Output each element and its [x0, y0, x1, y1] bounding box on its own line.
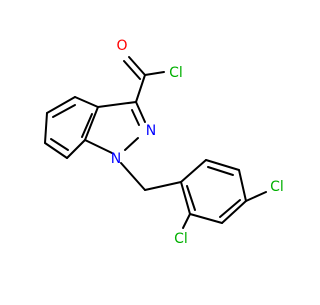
molecule-structure: O Cl N N Cl Cl: [0, 0, 300, 300]
bond-n2-n1: [124, 137, 139, 151]
bond-ring-b-double: [207, 166, 234, 176]
bond-carbonyl-c-o-double: [123, 60, 141, 80]
bond-ring-c: [238, 169, 247, 202]
bond-c3-n2-double: [131, 109, 140, 126]
bond-c6-c7: [44, 142, 68, 159]
bond-c3-carbonyl: [135, 74, 146, 103]
para-chlorine-label: Cl: [270, 179, 284, 195]
bond-ch2-c1prime: [144, 181, 182, 191]
nitrogen-1-label: N: [111, 151, 121, 167]
bond-c4-c5-double: [52, 104, 76, 118]
bond-c5-c6: [44, 112, 48, 144]
bond-c7-c7a: [66, 139, 86, 159]
bond-carbonyl-c-cl: [144, 71, 165, 76]
nitrogen-2-label: N: [146, 123, 156, 139]
bonds: [44, 56, 267, 229]
bond-n1-ch2: [120, 162, 146, 191]
bond-c4-c5: [46, 96, 76, 114]
bond-ortho-cl: [182, 213, 191, 229]
bond-para-cl: [245, 191, 267, 202]
bond-ring-d: [221, 200, 247, 224]
background: [0, 0, 300, 300]
structure-canvas: O Cl N N Cl Cl: [0, 0, 300, 300]
bond-ring-b: [205, 159, 240, 171]
bond-carbonyl-c-o: [128, 56, 146, 76]
bond-c3-n2: [135, 101, 146, 123]
bond-c3a-c4: [74, 96, 99, 108]
bond-c6-c7-double: [50, 138, 69, 151]
bond-ring-e: [189, 213, 223, 224]
bond-c3-c3a: [97, 101, 137, 108]
bond-c7a-n1: [84, 139, 113, 154]
bond-ring-f-double: [186, 185, 196, 211]
bond-ring-d-double: [219, 199, 241, 218]
bond-ring-a: [180, 159, 207, 183]
bond-ring-f: [180, 181, 191, 215]
bond-c3a-c7a: [84, 106, 99, 141]
oxygen-label: O: [116, 38, 127, 54]
bond-c3a-c7a-double: [81, 113, 93, 138]
acyl-chlorine-label: Cl: [169, 65, 183, 81]
ortho-chlorine-label: Cl: [174, 231, 188, 247]
atom-labels: O Cl N N Cl Cl: [111, 38, 284, 247]
